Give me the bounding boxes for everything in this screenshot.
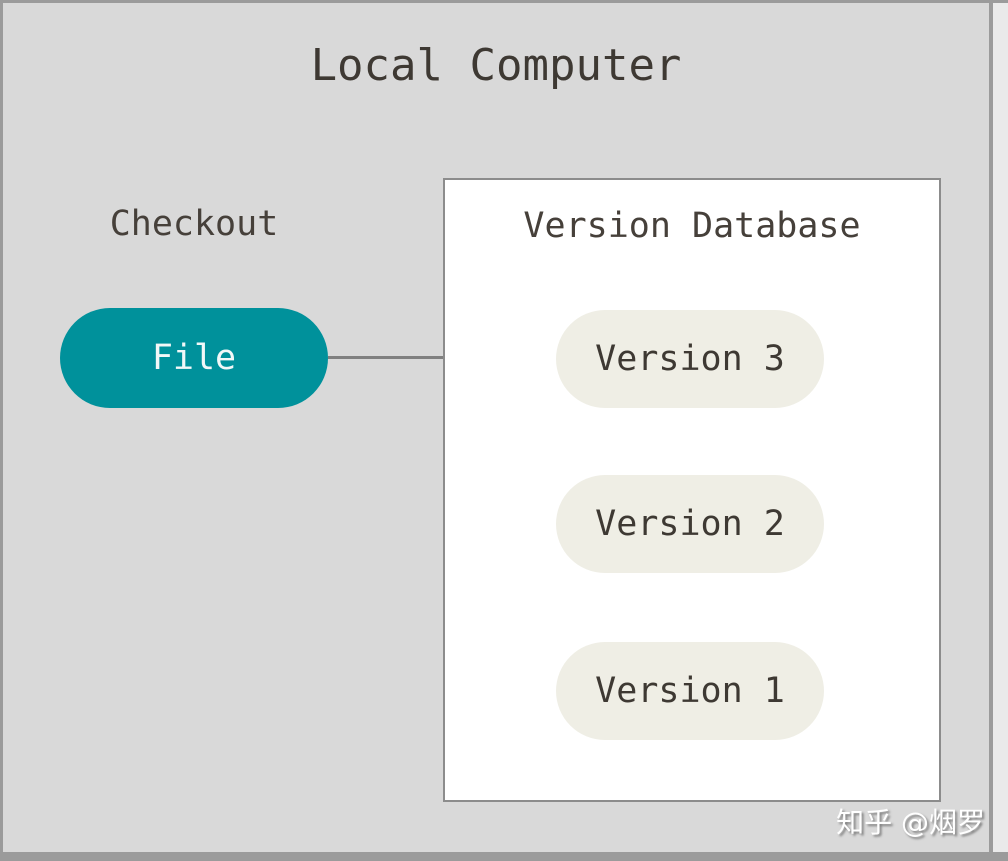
version-database-box: Version Database Version 3 Version 2 Ver… [443, 178, 941, 802]
checkout-label: Checkout [109, 204, 279, 244]
right-margin-strip [993, 3, 1008, 852]
version-1-node: Version 1 [556, 642, 824, 740]
version-3-node: Version 3 [556, 310, 824, 408]
diagram-title: Local Computer [310, 40, 682, 91]
version-3-label: Version 3 [595, 339, 785, 379]
version-database-label: Version Database [523, 206, 861, 246]
zhihu-watermark: 知乎 @烟罗 [836, 806, 985, 839]
file-node: File [60, 308, 328, 408]
connector-file-to-version3 [328, 356, 555, 359]
version-2-label: Version 2 [595, 504, 785, 544]
version-1-label: Version 1 [595, 671, 785, 711]
file-node-label: File [151, 338, 237, 378]
version-2-node: Version 2 [556, 475, 824, 573]
